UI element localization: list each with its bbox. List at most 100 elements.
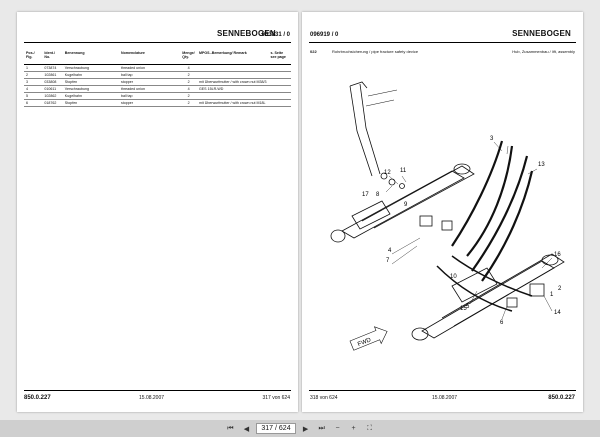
table-cell: 6 <box>24 99 43 107</box>
sennebogen-logo: SENNEBOGEN <box>217 29 276 38</box>
zoom-out-icon[interactable]: − <box>335 425 340 432</box>
table-cell: ball tap <box>118 71 181 79</box>
footer-page-count: 318 von 624 <box>310 395 338 401</box>
sennebogen-logo: SENNEBOGEN <box>512 29 571 38</box>
table-cell: Kugelhahn <box>62 92 119 100</box>
col-ident: Ident./ No. <box>42 50 63 65</box>
callout-15: 15 <box>460 306 467 312</box>
table-cell <box>196 92 269 100</box>
footer-catalog-number: 850.0.227 <box>548 395 575 401</box>
callout-12: 12 <box>384 170 391 176</box>
table-cell <box>268 85 291 93</box>
table-cell: 102861 <box>42 71 63 79</box>
table-cell: Verschraubung <box>62 85 119 93</box>
next-page-icon[interactable]: ▶ <box>302 425 309 433</box>
callout-11: 11 <box>400 168 407 174</box>
document-viewer: SENNEBOGEN 063831 / 0 Pos./ Fig. Ident./… <box>0 0 600 420</box>
callout-16: 16 <box>554 252 561 258</box>
table-cell: 2 <box>180 71 197 79</box>
table-cell: 1 <box>24 64 43 72</box>
table-cell: Kugelhahn <box>62 71 119 79</box>
left-page: SENNEBOGEN 063831 / 0 Pos./ Fig. Ident./… <box>17 12 298 412</box>
col-benennung: Benennung <box>62 50 119 65</box>
table-cell: Verschraubung <box>62 64 119 72</box>
table-cell <box>268 92 291 100</box>
col-remark: MPOS.-Bemerkung/ Remark <box>196 50 269 65</box>
table-cell: 5 <box>24 92 43 100</box>
callout-17: 17 <box>362 192 369 198</box>
table-cell: 2 <box>24 71 43 79</box>
viewer-toolbar: ⏮ ◀ 317 / 624 ▶ ⏭ − + ⛶ <box>0 420 600 437</box>
callout-2: 2 <box>558 286 562 292</box>
fwd-label: FWD <box>357 337 373 348</box>
table-cell: 018762 <box>42 99 63 107</box>
last-page-icon[interactable]: ⏭ <box>318 424 325 432</box>
col-qty: Menge/ Qty. <box>180 50 197 65</box>
document-number: 063831 / 0 <box>261 32 290 38</box>
footer-catalog-number: 850.0.227 <box>24 395 51 401</box>
table-cell: 010611 <box>42 85 63 93</box>
callout-10: 10 <box>450 274 457 280</box>
table-cell: 2 <box>180 78 197 86</box>
parts-table: Pos./ Fig. Ident./ No. Benennung Nomencl… <box>24 50 291 107</box>
col-see-page: s. Seite see page <box>268 50 291 65</box>
section-number: 022 <box>310 49 317 54</box>
table-cell: mit Überwurfmutter / with crown nut M38/… <box>196 78 269 86</box>
table-header-row: Pos./ Fig. Ident./ No. Benennung Nomencl… <box>24 50 291 65</box>
section-title: Rohrbruchsicherung / pipe fracture safet… <box>332 49 419 54</box>
table-cell: threaded union <box>118 85 181 93</box>
callout-8: 8 <box>376 192 380 198</box>
header-rule <box>309 42 576 43</box>
callout-14: 14 <box>554 310 561 316</box>
callout-1: 1 <box>550 292 554 298</box>
fullscreen-icon[interactable]: ⛶ <box>367 424 373 432</box>
callout-9: 9 <box>404 202 408 208</box>
table-cell: 033808 <box>42 78 63 86</box>
table-cell: 4 <box>180 85 197 93</box>
table-cell: stopper <box>118 78 181 86</box>
table-cell <box>268 64 291 72</box>
document-number: 096919 / 0 <box>310 32 339 38</box>
header-rule <box>24 42 291 43</box>
table-cell: 4 <box>180 64 197 72</box>
table-cell: 4 <box>24 85 43 93</box>
col-pos: Pos./ Fig. <box>24 50 43 65</box>
callout-3: 3 <box>490 136 494 142</box>
right-page: 096919 / 0 SENNEBOGEN 022 Rohrbruchsiche… <box>302 12 583 412</box>
callout-7: 7 <box>386 258 390 264</box>
table-cell: Stopfen <box>62 78 119 86</box>
table-cell: Stopfen <box>62 99 119 107</box>
table-cell: threaded union <box>118 64 181 72</box>
table-cell <box>196 64 269 72</box>
table-cell: 2 <box>180 99 197 107</box>
table-cell: GES 15LR-WD <box>196 85 269 93</box>
previous-page-icon[interactable]: ◀ <box>243 425 250 433</box>
table-cell: stopper <box>118 99 181 107</box>
assembly-title: Hub, Zusammenbau / lift, assembly <box>512 49 575 54</box>
table-cell: 3 <box>24 78 43 86</box>
page-indicator[interactable]: 317 / 624 <box>256 423 296 434</box>
table-cell <box>268 71 291 79</box>
first-page-icon[interactable]: ⏮ <box>227 424 234 432</box>
table-cell <box>268 99 291 107</box>
table-cell: ball tap <box>118 92 181 100</box>
zoom-in-icon[interactable]: + <box>351 425 356 432</box>
footer-date: 15.08.2007 <box>432 395 458 401</box>
callout-5: 5 <box>466 304 470 310</box>
footer-rule <box>24 390 291 391</box>
footer-page-count: 317 von 624 <box>262 395 290 401</box>
col-nomenclature: Nomenclature <box>118 50 181 65</box>
footer-date: 15.08.2007 <box>139 395 165 401</box>
callout-6: 6 <box>500 320 504 326</box>
table-cell: 2 <box>180 92 197 100</box>
callout-4: 4 <box>388 248 392 254</box>
callout-13: 13 <box>538 162 545 168</box>
footer-rule <box>309 390 576 391</box>
